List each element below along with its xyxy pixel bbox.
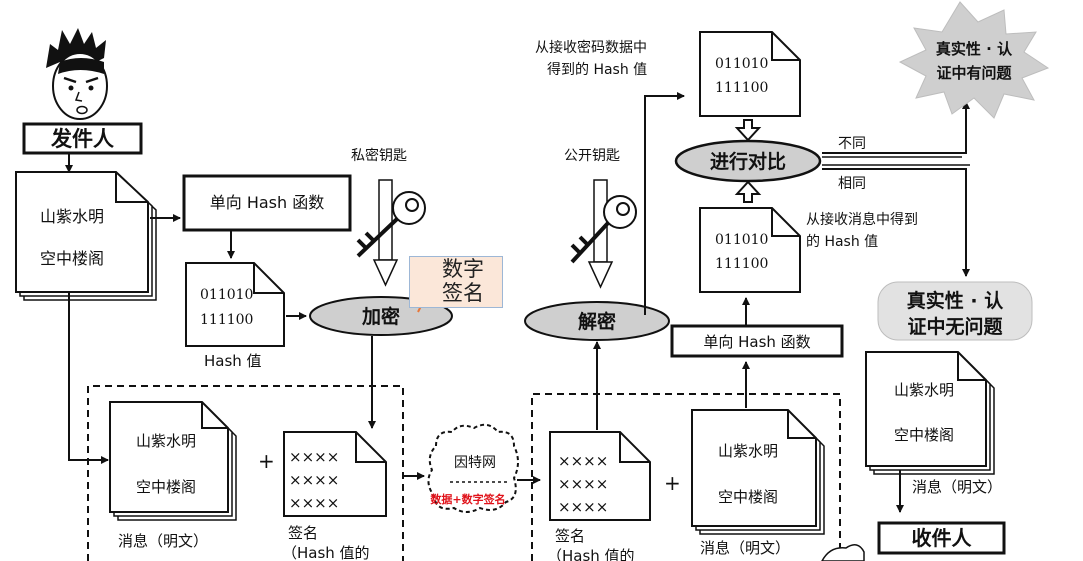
sender-hash-function-label: 单向 Hash 函数 [210,193,325,212]
receiver-signature-document [549,431,651,521]
sender-box [22,122,143,155]
sender-plus-sign: + [258,449,275,473]
sender-hash-value-document [185,262,285,347]
internet-label: 因特网 [454,455,496,471]
sender-bundle-message-document [109,401,237,521]
sender-message-caption: 消息（明文） [118,532,208,550]
sender-bundle-message-line2: 空中楼阁 [136,478,196,496]
receiver-label: 收件人 [912,526,973,550]
sender-signature-mark-row3: ×××× [289,494,339,512]
receiver-bundle-dashed-region [531,393,841,561]
same-label: 相同 [838,176,866,192]
good-result-line2: 证中无问题 [907,315,1002,338]
sender-signature-caption-line1: 签名 [288,524,318,542]
receiver-plus-sign: + [664,471,681,495]
receiver-signature-caption-line2: （Hash 值的 [547,547,635,561]
receiver-signature-mark-row1: ×××× [558,452,608,470]
receiver-bundle-message-document [691,409,825,535]
sender-signature-document [283,431,387,517]
received-message-hash-document [699,207,801,293]
decrypt-ellipse [524,301,670,341]
receiver-signature-caption-line1: 签名 [555,527,585,545]
sender-hash-line2: 111100 [200,312,253,328]
sender-bundle-dashed-region [87,385,404,561]
sender-bundle-message-line1: 山紫水明 [136,432,196,450]
internet-cloud [427,423,519,513]
from-message-line1: 从接收消息中得到 [806,211,918,228]
bad-result-line2: 证中有问题 [936,64,1012,82]
different-arrow [822,101,970,154]
sender-avatar [46,28,108,120]
received-hash-line1: 011010 [715,232,768,248]
received-hash-line2: 111100 [715,256,768,272]
different-label: 不同 [838,136,866,152]
digital-signature-note: 数字 签名 [409,256,503,308]
receiver-avatar-partial [821,544,865,561]
sender-signature-mark-row1: ×××× [289,448,339,466]
good-result-box [877,281,1033,341]
private-key-icon [356,179,426,287]
to-message-bundle-arrow [68,293,109,464]
sender-signature-caption-line2: （Hash 值的 [282,544,370,561]
hollow-down-arrow [734,119,762,142]
decrypt-label: 解密 [578,310,616,333]
final-message-caption: 消息（明文） [912,478,1002,496]
note-line2: 签名 [442,281,484,305]
source-message-line1: 山紫水明 [40,207,104,226]
encrypt-label: 加密 [361,305,400,328]
receiver-hash-function-label: 单向 Hash 函数 [703,333,810,351]
receiver-box [877,521,1006,555]
sender-hash-caption: Hash 值 [204,352,262,370]
sender-signature-mark-row2: ×××× [289,471,339,489]
receiver-bundle-message-line1: 山紫水明 [718,442,778,460]
receiver-bundle-message-line2: 空中楼阁 [718,488,778,506]
internet-sublabel: 数据+数字签名 [430,492,505,506]
from-message-line2: 的 Hash 值 [806,234,878,250]
from-cipher-line2: 得到的 Hash 值 [547,61,647,78]
decrypted-hash-line2: 111100 [715,80,768,96]
receiver-signature-mark-row2: ×××× [558,475,608,493]
sender-hash-function-box [182,174,352,232]
final-message-line2: 空中楼阁 [894,426,954,444]
decrypted-hash-document [699,31,801,117]
sender-label: 发件人 [50,127,114,151]
private-key-label: 私密钥匙 [351,147,407,164]
sender-hash-line1: 011010 [200,287,253,303]
from-cipher-line1: 从接收密码数据中 [535,39,647,56]
final-message-line1: 山紫水明 [894,381,954,399]
bad-result-line1: 真实性 · 认 [936,40,1013,58]
source-message-line2: 空中楼阁 [40,249,104,268]
final-message-document [865,351,995,475]
compare-label: 进行对比 [710,150,786,173]
receiver-message-caption: 消息（明文） [700,539,790,557]
public-key-label: 公开钥匙 [564,148,620,164]
decrypted-hash-line1: 011010 [715,56,768,72]
source-message-document [15,171,157,301]
same-arrow [822,168,970,277]
receiver-signature-mark-row3: ×××× [558,498,608,516]
bad-result-starburst [898,1,1050,119]
public-key-icon [570,179,637,289]
hollow-up-arrow [734,180,762,203]
note-line1: 数字 [442,257,484,281]
compare-ellipse [674,139,822,183]
good-result-line1: 真实性 · 认 [907,289,1003,312]
receiver-hash-function-box [670,324,844,358]
decrypt-to-hash-arrow [644,92,685,315]
